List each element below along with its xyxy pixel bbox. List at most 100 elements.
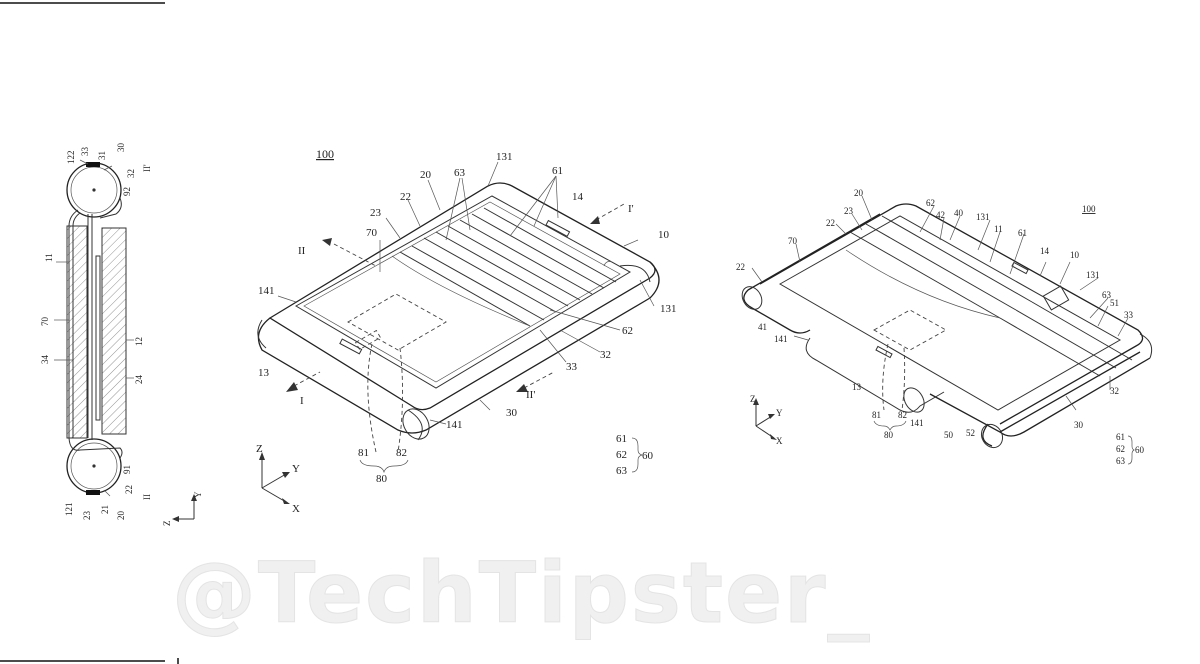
section-lines-center — [286, 203, 625, 392]
ref-10: 10 — [658, 229, 670, 241]
leaders-center — [277, 161, 655, 425]
ref-141-bottom: 141 — [446, 419, 463, 431]
ref-50-right: 50 — [944, 430, 954, 440]
ref-82: 82 — [396, 447, 407, 459]
section-II-center: II — [298, 245, 306, 257]
ref-33: 33 — [80, 147, 90, 157]
ref-32-right: 32 — [1110, 386, 1119, 396]
brace-80 — [359, 459, 409, 474]
ref-81: 81 — [358, 447, 369, 459]
slats-center — [391, 207, 617, 327]
ref-21: 21 — [100, 505, 110, 514]
ref-70: 70 — [40, 317, 50, 327]
section-II-prime: II' — [526, 389, 535, 401]
dashed-chip — [354, 329, 382, 351]
ref-70: 70 — [366, 227, 378, 239]
left-roller-end-right-fig — [741, 286, 763, 310]
housing-left-hatched — [66, 225, 88, 439]
ref-20: 20 — [116, 511, 126, 521]
axes-left: Z Y — [162, 491, 203, 526]
back-roller — [619, 264, 651, 283]
inner-plate — [95, 255, 101, 421]
ref-141-left: 141 — [258, 285, 275, 297]
legend-60-right: 60 — [1135, 445, 1145, 455]
ref-42-right: 42 — [936, 210, 945, 220]
ref-22: 22 — [400, 191, 411, 203]
ref-131-right: 131 — [660, 303, 677, 315]
ref-20-right: 20 — [854, 188, 864, 198]
device-number-right: 100 — [1082, 204, 1096, 214]
axes-right: Z Y X — [750, 394, 783, 446]
middle-roller-end — [903, 387, 925, 413]
dashed-leads — [367, 343, 404, 453]
axes-center: Z Y X — [256, 443, 300, 515]
left-roller-right-fig — [743, 213, 881, 334]
ref-24: 24 — [134, 375, 144, 385]
housing-right-hatched — [101, 227, 127, 435]
leader-31 — [103, 165, 113, 171]
legend-61: 61 — [616, 433, 627, 445]
legend-63: 63 — [616, 465, 628, 477]
ref-61: 61 — [552, 165, 563, 177]
legend-right: 61 62 63 60 — [1116, 432, 1145, 466]
ref-61-right: 61 — [1018, 228, 1027, 238]
ref-52-right: 52 — [966, 428, 975, 438]
bottom-roller-inner — [70, 442, 118, 490]
leader-21 — [103, 489, 111, 497]
display-path-outer — [68, 209, 79, 438]
end-cap-right — [1139, 333, 1153, 359]
ref-122: 122 — [66, 151, 76, 165]
ref-30: 30 — [506, 407, 518, 419]
legend-63-right: 63 — [1116, 456, 1126, 466]
ref-131-right-side: 131 — [1086, 270, 1100, 280]
slot-back — [545, 219, 571, 237]
axis-z-right: Z — [750, 394, 756, 404]
ref-14: 14 — [572, 191, 584, 203]
axis-x-center: X — [292, 503, 300, 515]
middle-body — [805, 337, 945, 413]
ref-31: 31 — [97, 151, 107, 160]
front-roller — [257, 319, 423, 441]
slot-right — [875, 345, 893, 359]
ref-32: 32 — [126, 169, 136, 178]
section-I: I — [300, 395, 304, 407]
slats-right — [845, 215, 1133, 377]
ref-80: 80 — [376, 473, 388, 485]
ref-10-right: 10 — [1070, 250, 1080, 260]
display-panel — [294, 195, 632, 389]
dashed-leads-right — [882, 343, 906, 411]
ref-63: 63 — [454, 167, 466, 179]
legend-60: 60 — [642, 450, 654, 462]
ref-62-right: 62 — [926, 198, 935, 208]
display-inner — [303, 201, 621, 383]
axis-z-center: Z — [256, 443, 263, 455]
dashed-module — [347, 293, 447, 351]
ref-30: 30 — [116, 143, 126, 153]
ref-30-right: 30 — [1074, 420, 1084, 430]
figure-right-extended: 100 — [736, 188, 1153, 466]
lower-link — [68, 437, 123, 459]
device-front-edge — [257, 297, 651, 434]
ref-81-right: 81 — [872, 410, 881, 420]
axis-y-center: Y — [292, 463, 300, 475]
ref-70-right: 70 — [788, 236, 798, 246]
ref-91: 91 — [122, 465, 132, 474]
ref-82-right: 82 — [898, 410, 907, 420]
section-II-prime-left: II' — [142, 164, 152, 172]
ref-63-right: 63 — [1102, 290, 1112, 300]
ref-13-right: 13 — [852, 382, 862, 392]
slot-front — [339, 338, 363, 355]
figure-left-cross-section: 122 33 31 30 32 92 II' 11 70 34 12 24 91… — [40, 143, 203, 527]
ref-34: 34 — [40, 355, 50, 365]
ref-11: 11 — [44, 253, 54, 262]
device-number-center: 100 — [316, 147, 334, 161]
ref-121: 121 — [64, 503, 74, 517]
ref-40-right: 40 — [954, 208, 964, 218]
ref-23: 23 — [370, 207, 382, 219]
extended-top-surface — [759, 203, 1144, 425]
device-top-surface — [268, 182, 656, 411]
ref-131-right-top: 131 — [976, 212, 990, 222]
axis-x-right: X — [776, 436, 783, 446]
ref-14-right: 14 — [1040, 246, 1050, 256]
